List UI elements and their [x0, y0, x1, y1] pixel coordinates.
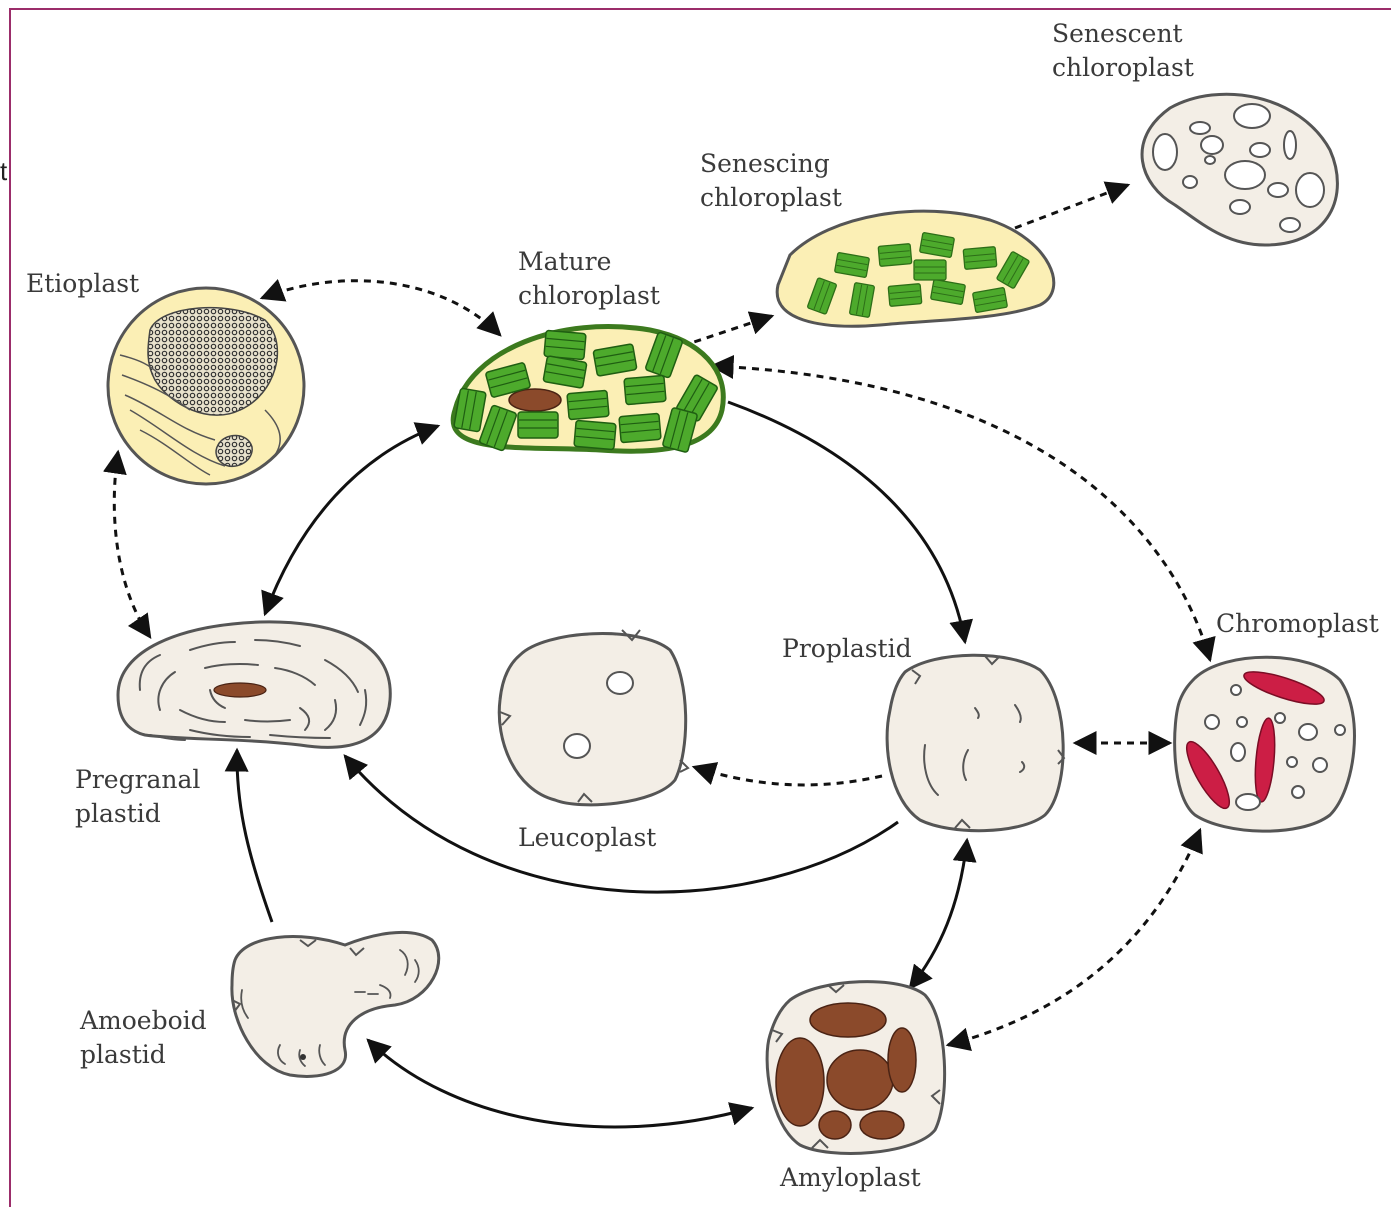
amoeboid-plastid [232, 932, 439, 1076]
label-proplastid: Proplastid [782, 634, 912, 663]
chromoplast [1175, 657, 1355, 831]
leucoplast [499, 630, 688, 805]
label-amyloplast: Amyloplast [779, 1163, 921, 1192]
label-pregranal-plastid: Pregranal plastid [75, 765, 208, 828]
amyloplast [767, 982, 945, 1154]
arrow-etioplast-pregranal [114, 452, 150, 637]
pregranal-plastid [118, 622, 390, 747]
arrow-etioplast-mature [262, 281, 500, 335]
arrow-proplastid-leucoplast [694, 767, 882, 785]
arrow-senescing-senescent [1015, 185, 1128, 228]
etioplast [108, 288, 304, 484]
mature-chloroplast [453, 327, 723, 453]
arrow-proplastid-amyloplast [910, 840, 967, 988]
label-mature-chloroplast: Mature chloroplast [518, 247, 660, 310]
label-leucoplast: Leucoplast [518, 823, 656, 852]
senescent-chloroplast [1142, 94, 1337, 245]
label-chromoplast: Chromoplast [1216, 609, 1379, 638]
arrow-amoeboid-amyloplast [368, 1040, 752, 1127]
label-senescent-chloroplast: Senescent chloroplast [1052, 19, 1194, 82]
label-amoeboid-plastid: Amoeboid plastid [79, 1006, 215, 1069]
arrow-mature-senescing [682, 316, 772, 346]
senescing-chloroplast [777, 211, 1054, 326]
label-senescing-chloroplast: Senescing chloroplast [700, 149, 842, 212]
arrow-amoeboid-pregranal [237, 750, 272, 922]
arrow-chromoplast-amyloplast [948, 830, 1200, 1045]
proplastid [887, 655, 1064, 830]
arrow-chromoplast-mature [712, 366, 1210, 660]
arrow-pregranal-mature [265, 426, 438, 614]
arrow-mature-proplastid [728, 402, 965, 642]
label-etioplast: Etioplast [26, 269, 139, 298]
